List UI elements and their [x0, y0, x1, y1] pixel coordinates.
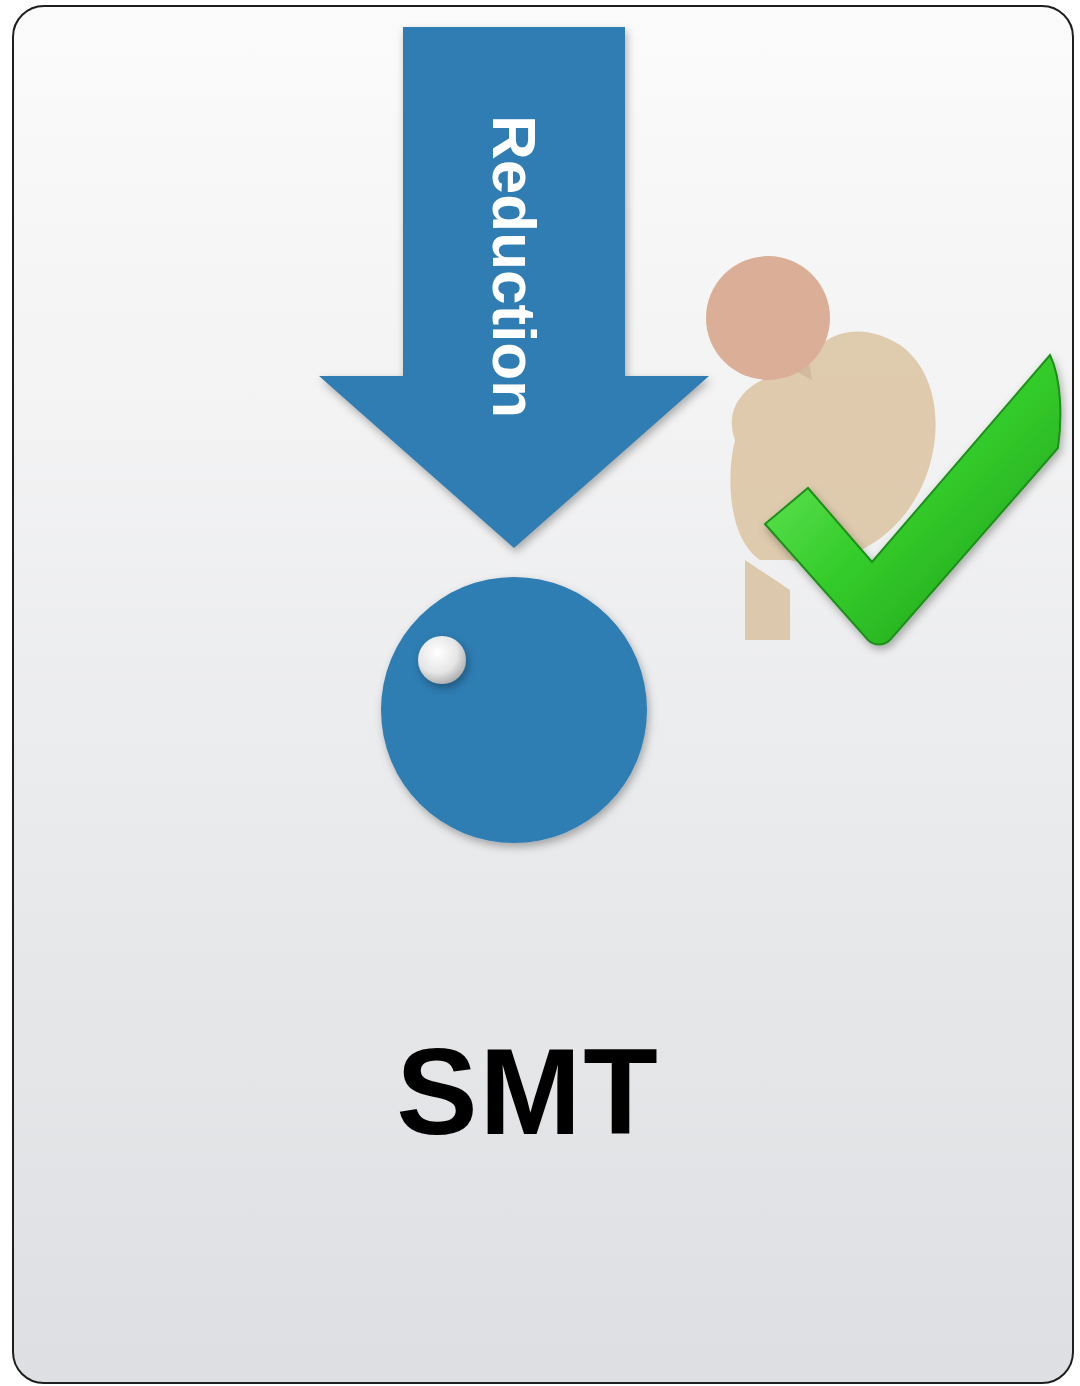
rooster-body — [730, 331, 935, 563]
arrow-label: Reduction — [403, 47, 625, 487]
disc-dot — [418, 636, 466, 684]
rooster-neck — [768, 304, 812, 380]
check-mark — [765, 355, 1060, 645]
card-title: SMT — [228, 1007, 828, 1177]
reduction-arrow: Reduction — [319, 27, 709, 548]
rooster-foot — [745, 560, 790, 640]
card-box: SMT Reduction — [12, 5, 1074, 1384]
rooster-head — [706, 256, 830, 380]
solver-disc — [381, 577, 647, 843]
rooster-logo — [706, 256, 936, 640]
arrow-body — [319, 27, 709, 548]
